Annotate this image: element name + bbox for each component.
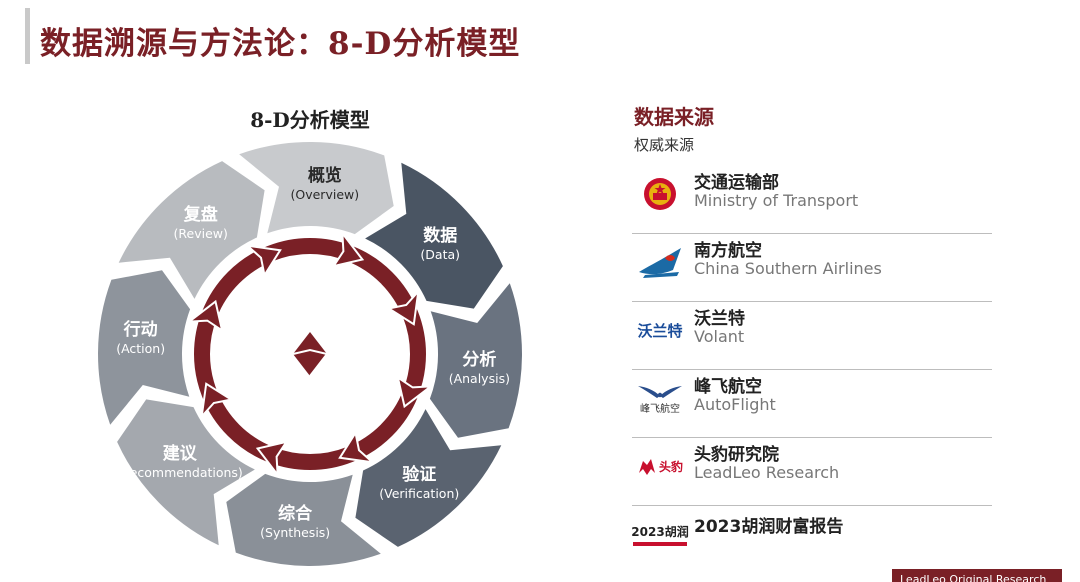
divider — [632, 301, 992, 302]
cycle-label: 验证(Verification) — [344, 464, 494, 502]
cycle-label: 分析(Analysis) — [404, 349, 554, 387]
source-item-leadleo: 头豹 头豹研究院 LeadLeo Research — [632, 438, 992, 506]
source-item-china-southern: 南方航空 China Southern Airlines — [632, 234, 992, 302]
title-accent-bar — [25, 8, 30, 64]
divider — [632, 233, 992, 234]
source-english-name: Volant — [694, 327, 745, 346]
cycle-label: 综合(Synthesis) — [220, 503, 370, 541]
sources-title: 数据来源 — [634, 105, 714, 129]
autoflight-logo: 峰飞航空 — [632, 378, 688, 418]
source-name: 沃兰特 — [694, 309, 745, 329]
cycle-arrow-icon — [244, 244, 282, 278]
leadleo-logo-text: 头豹 — [658, 459, 683, 474]
cycle-label-cn: 综合 — [278, 504, 313, 525]
source-item-ministry-of-transport: 交通运输部 Ministry of Transport — [632, 166, 992, 234]
cycle-label-en: (Action) — [116, 341, 166, 357]
leopard-icon — [638, 459, 655, 475]
cycle-label-en: (Overview) — [290, 186, 360, 202]
hurun-logo-bar — [633, 541, 687, 546]
cycle-label: 数据(Data) — [365, 225, 515, 263]
footer-tag: LeadLeo Original Research — [892, 569, 1062, 582]
cycle-ring — [194, 238, 426, 470]
cycle-label-en: (Recommendations) — [116, 465, 243, 481]
cycle-label-cn: 数据 — [423, 225, 458, 246]
cycle-segment-verification — [355, 409, 502, 547]
source-name: 峰飞航空 — [694, 377, 762, 397]
cycle-label-en: (Review) — [173, 225, 228, 241]
cycle-label-en: (Data) — [420, 246, 461, 262]
cycle-arrow-icon — [255, 440, 289, 478]
cycle-label-cn: 建议 — [162, 444, 197, 465]
source-english-name: China Southern Airlines — [694, 259, 882, 278]
cycle-label: 行动(Action) — [66, 319, 216, 357]
autoflight-logo-text: 峰飞航空 — [640, 403, 680, 415]
source-english-name: LeadLeo Research — [694, 463, 840, 482]
divider — [632, 437, 992, 438]
cycle-label-en: (Verification) — [379, 486, 460, 502]
hurun-logo-text: 2023胡润 — [631, 524, 689, 539]
cycle-label-cn: 分析 — [462, 349, 497, 370]
divider — [632, 505, 992, 506]
source-name: 南方航空 — [694, 241, 762, 261]
cycle-segment-analysis — [429, 283, 522, 438]
cycle-segment-recommendations — [117, 399, 255, 546]
cycle-arrow-icon — [386, 288, 420, 326]
cycle-label-en: (Synthesis) — [260, 525, 331, 541]
cycle-arrow-icon — [396, 375, 434, 409]
cycle-arrow-icon — [331, 230, 365, 268]
source-name: 2023胡润财富报告 — [694, 517, 844, 537]
volant-logo: 沃兰特 — [632, 310, 688, 350]
sources-subtitle: 权威来源 — [634, 136, 695, 154]
cycle-label-cn: 复盘 — [183, 204, 218, 225]
cycle-label: 概览(Overview) — [250, 165, 400, 203]
national-emblem-icon — [632, 174, 688, 214]
cycle-segment-overview — [239, 142, 394, 235]
cycle-segment-review — [118, 161, 265, 299]
page-title: 数据溯源与方法论：8-D分析模型 — [40, 26, 521, 62]
cycle-label-cn: 行动 — [123, 320, 158, 341]
diamond-logo-icon — [292, 332, 329, 377]
cycle-label: 复盘(Review) — [126, 204, 276, 242]
cycle-label: 建议(Recommendations) — [105, 443, 255, 481]
divider — [632, 369, 992, 370]
wings-icon — [638, 385, 682, 398]
cycle-arrow-icon — [186, 299, 224, 333]
source-item-autoflight: 峰飞航空 峰飞航空 AutoFlight — [632, 370, 992, 438]
source-name: 交通运输部 — [694, 173, 779, 193]
cycle-segment-synthesis — [226, 473, 381, 566]
eight-d-cycle-diagram — [98, 142, 522, 566]
cycle-label-cn: 概览 — [307, 165, 342, 186]
cycle-label-en: (Analysis) — [448, 370, 510, 386]
volant-logo-text: 沃兰特 — [637, 321, 683, 340]
cycle-arrow-icon — [338, 430, 376, 464]
kapok-flower-logo-icon — [632, 242, 688, 282]
diagram-title: 8-D分析模型 — [250, 108, 370, 132]
source-english-name: Ministry of Transport — [694, 191, 859, 210]
cycle-label-cn: 验证 — [402, 465, 437, 486]
source-item-volant: 沃兰特 沃兰特 Volant — [632, 302, 992, 370]
cycle-segment-data — [365, 162, 503, 309]
source-name: 头豹研究院 — [694, 445, 779, 465]
hurun-logo: 2023胡润 — [631, 514, 689, 554]
cycle-arrow-icon — [200, 382, 234, 420]
source-english-name: AutoFlight — [694, 395, 776, 414]
cycle-segment-action — [98, 270, 191, 425]
leadleo-logo: 头豹 — [632, 446, 688, 486]
source-item-hurun-report: 2023胡润 2023胡润财富报告 — [631, 506, 992, 574]
